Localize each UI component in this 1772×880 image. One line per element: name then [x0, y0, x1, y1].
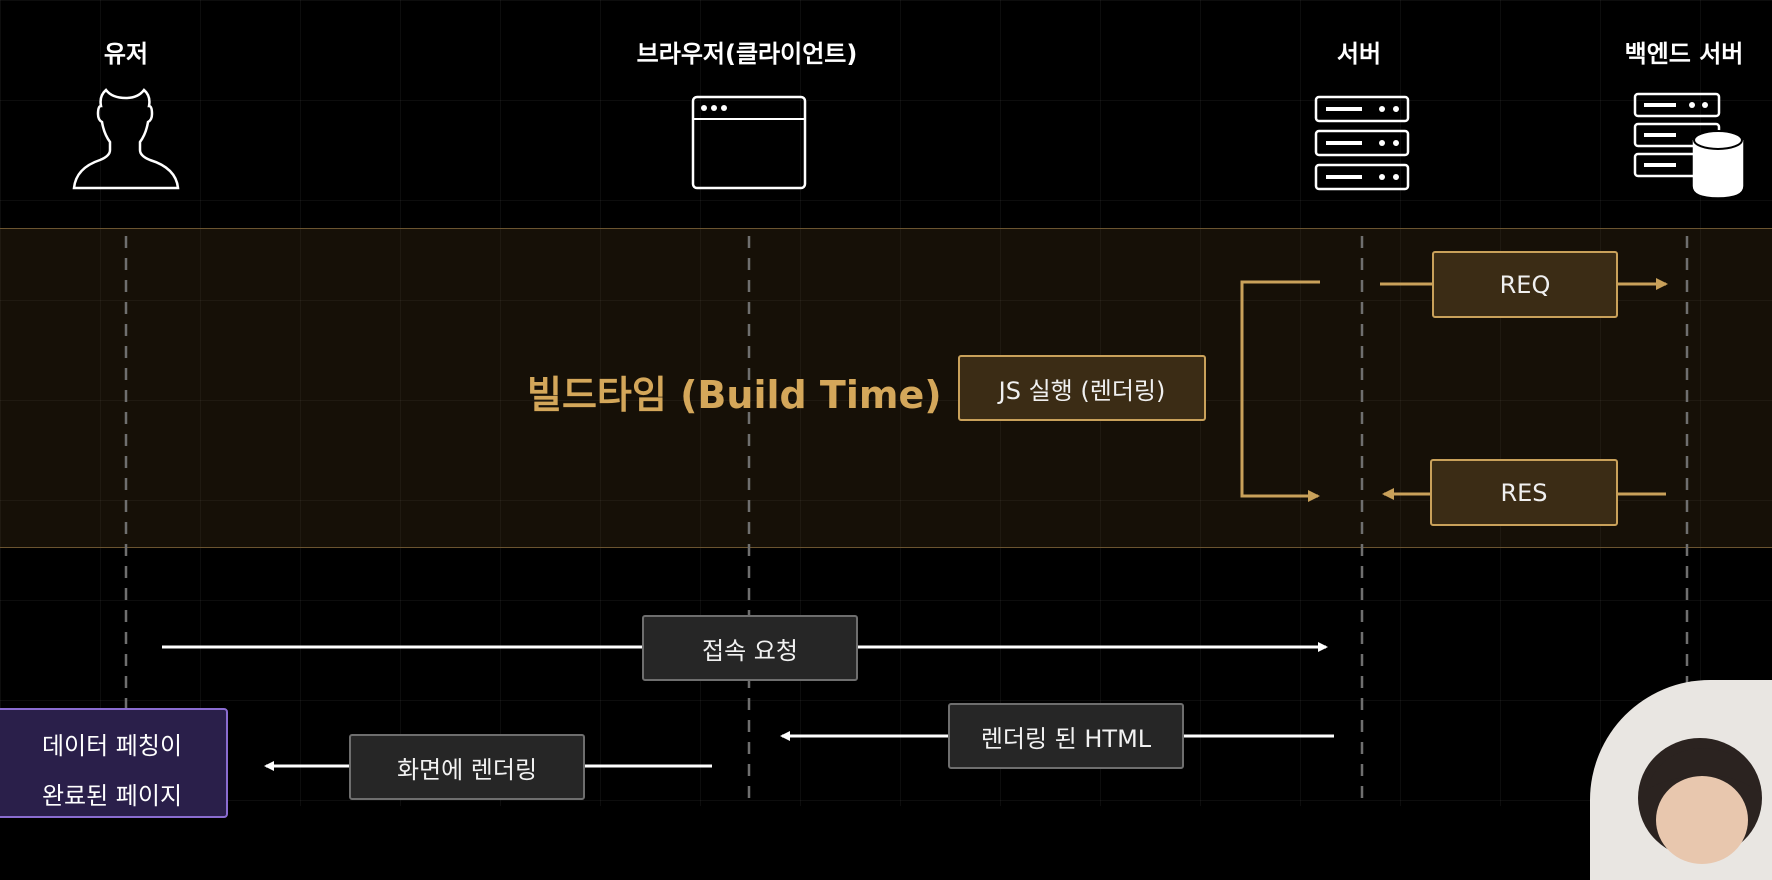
actor-label-user: 유저	[103, 40, 149, 68]
browser-window-icon	[691, 95, 807, 190]
result-line-2: 완료된 페이지	[41, 782, 183, 810]
rendered-html-box: 렌더링 된 HTML	[948, 703, 1184, 769]
render-on-screen-box: 화면에 렌더링	[349, 734, 585, 800]
actor-label-browser: 브라우저(클라이언트)	[636, 40, 858, 68]
backend-server-database-icon	[1633, 92, 1744, 198]
lifelines	[124, 236, 1689, 806]
build-time-label: 빌드타임 (Build Time)	[527, 373, 942, 417]
result-line-1: 데이터 페칭이	[41, 732, 183, 760]
build-loop-arrow	[1240, 280, 1320, 502]
server-icon	[1314, 95, 1410, 191]
user-icon	[72, 88, 180, 190]
result-page-box: 데이터 페칭이 완료된 페이지	[0, 708, 228, 818]
actor-label-backend-server: 백엔드 서버	[1624, 40, 1744, 68]
js-exec-box: JS 실행 (렌더링)	[958, 355, 1206, 421]
background-grid	[0, 0, 1772, 806]
res-box: RES	[1430, 459, 1618, 526]
actor-label-server: 서버	[1336, 40, 1382, 68]
connect-request-box: 접속 요청	[642, 615, 858, 681]
req-box: REQ	[1432, 251, 1618, 318]
